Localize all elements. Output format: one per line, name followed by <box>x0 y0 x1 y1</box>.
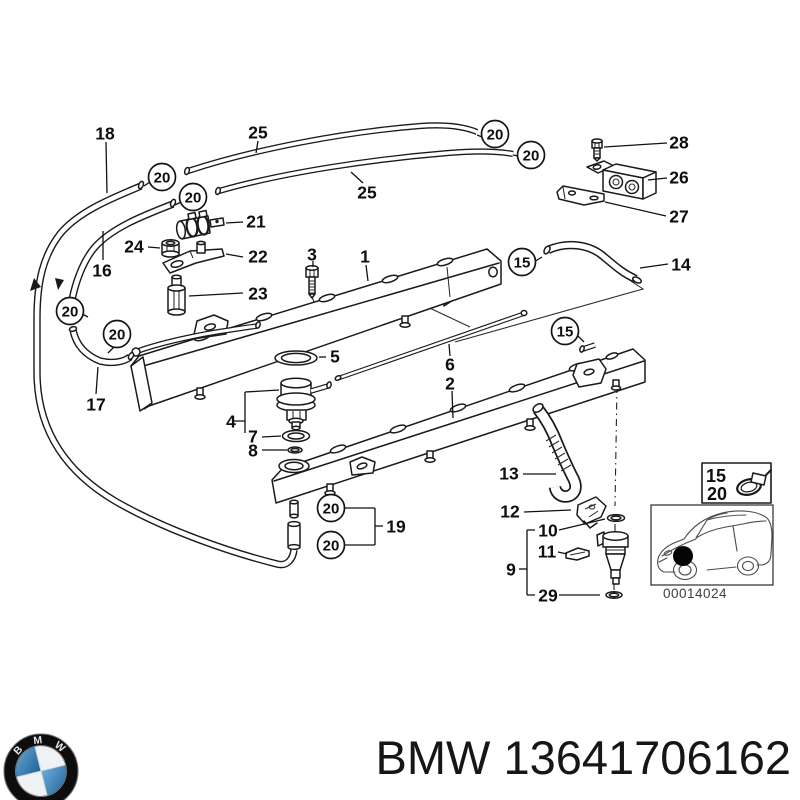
part-label-3: 3 <box>307 244 317 264</box>
legend-box: 15 20 <box>701 462 772 504</box>
washer-7 <box>281 429 311 443</box>
bmw-roundel-quadrants <box>16 746 66 796</box>
screw-3 <box>305 265 319 299</box>
part-label-24: 24 <box>124 236 144 256</box>
logo-letter-m: M <box>33 734 43 747</box>
part-label-27: 27 <box>669 206 688 226</box>
part-label-20: 20 <box>109 326 126 343</box>
leader-lines <box>81 134 669 596</box>
fuel-rail-2 <box>271 342 646 551</box>
part-label-11: 11 <box>538 541 557 561</box>
part-label-26: 26 <box>669 167 689 187</box>
bracket-27 <box>556 185 605 206</box>
part-label-9: 9 <box>506 559 516 579</box>
part-label-25: 25 <box>357 182 377 202</box>
part-label-20: 20 <box>523 147 540 164</box>
footer: B M W BMW 13641706162 <box>3 731 791 800</box>
clip-11 <box>565 547 590 561</box>
part-label-20: 20 <box>62 303 79 320</box>
fuel-pipe-25-upper <box>183 122 479 176</box>
part-label-18: 18 <box>95 123 115 143</box>
fuel-pipe-25-lower <box>214 148 514 196</box>
part-label-23: 23 <box>248 283 268 303</box>
nut-24 <box>161 239 180 258</box>
part-label-17: 17 <box>86 394 105 414</box>
legend-item-20: 20 <box>707 484 727 504</box>
part-label-29: 29 <box>538 585 558 605</box>
part-label-13: 13 <box>499 463 519 483</box>
part-label-1: 1 <box>360 246 370 266</box>
hose-holder-21 <box>175 209 225 240</box>
part-label-19: 19 <box>386 516 406 536</box>
fuel-rail-1 <box>130 248 502 412</box>
vent-hose-14 <box>543 240 643 284</box>
connector-12 <box>576 496 607 529</box>
pressure-regulator-4 <box>276 377 332 431</box>
elbow-hose-13 <box>532 402 582 503</box>
part-label-2: 2 <box>445 373 455 393</box>
bmw-logo: B M W <box>3 733 79 800</box>
part-label-10: 10 <box>538 520 558 540</box>
part-label-28: 28 <box>669 132 689 152</box>
part-label-12: 12 <box>500 501 520 521</box>
ring-10 <box>606 513 626 523</box>
circled-callout-20 <box>102 319 132 349</box>
flow-arrow <box>55 278 64 290</box>
part-label-7: 7 <box>248 426 258 446</box>
fuel-injector-9 <box>596 531 629 585</box>
circled-callout-20 <box>55 296 85 326</box>
circled-callout-20 <box>178 182 208 212</box>
o-ring-8 <box>287 446 303 454</box>
part-number-text: BMW 13641706162 <box>376 731 791 784</box>
return-hose-16 <box>55 198 177 301</box>
part-label-6: 6 <box>445 354 455 374</box>
part-label-25: 25 <box>248 122 268 142</box>
elbow-hose-17 <box>68 325 135 367</box>
part-label-15: 15 <box>514 254 531 271</box>
part-label-16: 16 <box>92 260 112 280</box>
o-ring-29 <box>605 591 623 599</box>
part-label-8: 8 <box>248 440 258 460</box>
feed-hose-18 <box>30 180 298 569</box>
flow-arrow <box>30 278 41 291</box>
image-code: 00014024 <box>663 586 727 601</box>
bracket-26 <box>586 160 657 200</box>
circled-callout-20 <box>480 119 510 149</box>
car-inset: 00014024 <box>650 504 774 601</box>
circled-callout-15 <box>507 247 537 277</box>
location-dot <box>673 546 693 566</box>
circled-callout-20 <box>316 493 346 523</box>
part-label-20: 20 <box>323 537 340 554</box>
part-label-21: 21 <box>246 211 266 231</box>
screw-28 <box>591 138 603 162</box>
hose-clamp-icon <box>736 469 772 496</box>
legend-item-15: 15 <box>706 466 726 486</box>
part-label-15: 15 <box>557 323 574 340</box>
fuel-pipe-6 <box>334 309 528 382</box>
part-label-20: 20 <box>185 189 202 206</box>
part-label-20: 20 <box>154 169 171 186</box>
part-label-20: 20 <box>323 500 340 517</box>
circled-callout-15 <box>550 316 580 346</box>
seal-ring-5 <box>274 350 318 366</box>
part-label-22: 22 <box>248 246 268 266</box>
bracket-22 <box>162 240 225 274</box>
spacer-stud-23 <box>167 274 186 316</box>
car-thumbnail <box>657 510 773 581</box>
circled-callout-20 <box>316 530 346 560</box>
exploded-drawing <box>30 122 669 599</box>
part-label-4: 4 <box>226 411 236 431</box>
part-label-5: 5 <box>330 346 340 366</box>
circled-callout-20 <box>516 140 546 170</box>
part-label-20: 20 <box>487 126 504 143</box>
circled-callout-20 <box>147 162 177 192</box>
part-label-14: 14 <box>671 254 691 274</box>
